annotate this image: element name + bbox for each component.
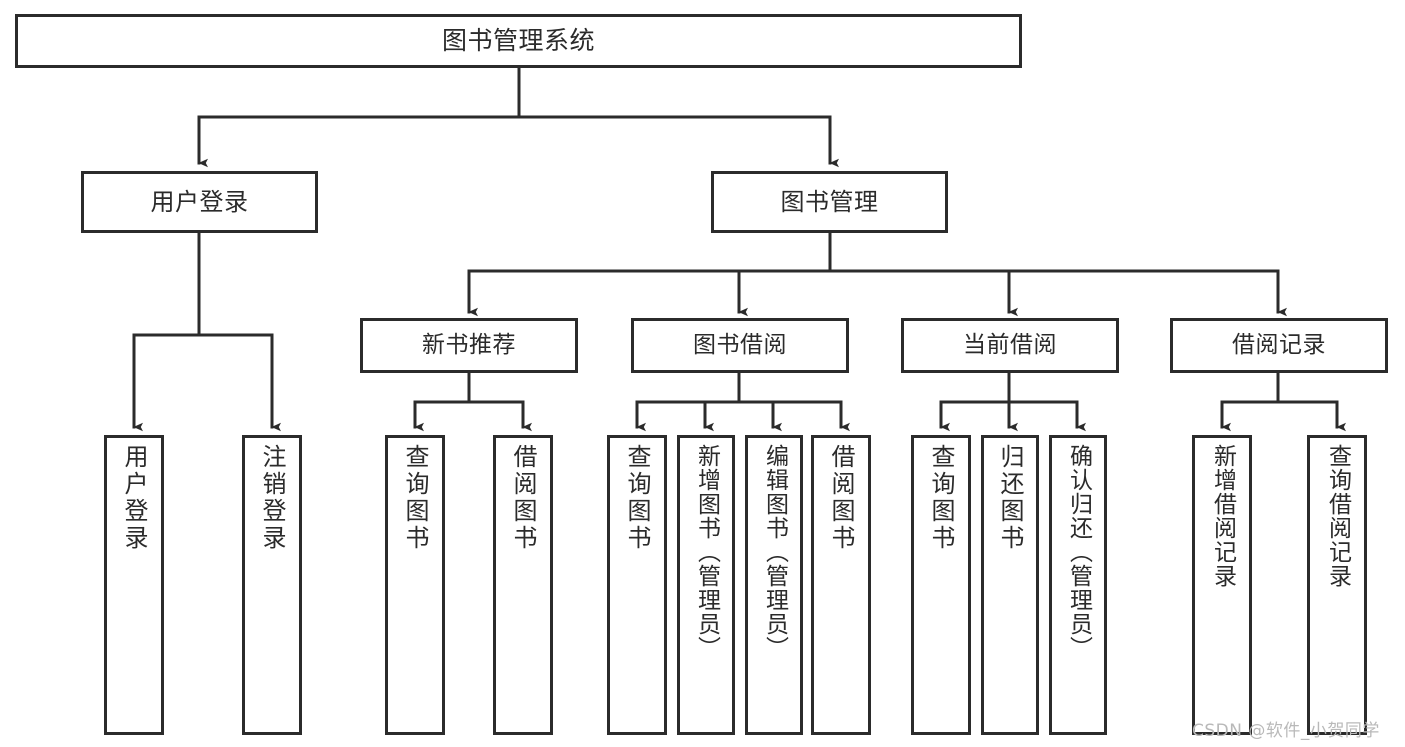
- leaf-borrow-record-add[interactable]: 新增借阅记录: [1192, 435, 1252, 735]
- leaf-current-borrow-return-label: 归还图书: [996, 444, 1024, 552]
- leaf-current-borrow-confirm[interactable]: 确认归还（管理员）: [1049, 435, 1107, 735]
- leaf-current-borrow-return[interactable]: 归还图书: [981, 435, 1039, 735]
- leaf-new-book-query[interactable]: 查询图书: [385, 435, 445, 735]
- node-current-borrow-label: 当前借阅: [963, 331, 1057, 358]
- node-user-login[interactable]: 用户登录: [81, 171, 318, 233]
- node-borrow-record[interactable]: 借阅记录: [1170, 318, 1388, 373]
- node-root-system[interactable]: 图书管理系统: [15, 14, 1022, 68]
- leaf-user-login-logout-label: 注销登录: [258, 444, 286, 552]
- leaf-book-borrow-borrow[interactable]: 借阅图书: [811, 435, 871, 735]
- leaf-user-login-logout[interactable]: 注销登录: [242, 435, 302, 735]
- leaf-new-book-query-label: 查询图书: [401, 444, 429, 552]
- leaf-user-login-login[interactable]: 用户登录: [104, 435, 164, 735]
- node-current-borrow[interactable]: 当前借阅: [901, 318, 1119, 373]
- leaf-current-borrow-query-label: 查询图书: [927, 444, 955, 552]
- node-book-borrow[interactable]: 图书借阅: [631, 318, 849, 373]
- leaf-user-login-login-label: 用户登录: [120, 444, 148, 552]
- node-borrow-record-label: 借阅记录: [1232, 331, 1326, 358]
- leaf-current-borrow-query[interactable]: 查询图书: [911, 435, 971, 735]
- node-user-login-label: 用户登录: [150, 187, 249, 216]
- leaf-borrow-record-query[interactable]: 查询借阅记录: [1307, 435, 1367, 735]
- csdn-watermark: CSDN @软件_小贺同学: [1192, 721, 1380, 741]
- node-new-book-recommend[interactable]: 新书推荐: [360, 318, 578, 373]
- leaf-book-borrow-add-label: 新增图书（管理员）: [693, 444, 720, 660]
- node-root-system-label: 图书管理系统: [441, 26, 595, 55]
- leaf-new-book-borrow[interactable]: 借阅图书: [493, 435, 553, 735]
- node-book-management[interactable]: 图书管理: [711, 171, 948, 233]
- leaf-borrow-record-add-label: 新增借阅记录: [1209, 444, 1236, 588]
- leaf-book-borrow-query-label: 查询图书: [623, 444, 651, 552]
- leaf-book-borrow-borrow-label: 借阅图书: [827, 444, 855, 552]
- leaf-book-borrow-edit-label: 编辑图书（管理员）: [761, 444, 788, 660]
- leaf-book-borrow-query[interactable]: 查询图书: [607, 435, 667, 735]
- leaf-book-borrow-add[interactable]: 新增图书（管理员）: [677, 435, 735, 735]
- leaf-borrow-record-query-label: 查询借阅记录: [1324, 444, 1351, 588]
- node-new-book-recommend-label: 新书推荐: [422, 331, 516, 358]
- leaf-new-book-borrow-label: 借阅图书: [509, 444, 537, 552]
- node-book-management-label: 图书管理: [780, 187, 879, 216]
- leaf-book-borrow-edit[interactable]: 编辑图书（管理员）: [745, 435, 803, 735]
- node-book-borrow-label: 图书借阅: [693, 331, 787, 358]
- leaf-current-borrow-confirm-label: 确认归还（管理员）: [1065, 444, 1092, 660]
